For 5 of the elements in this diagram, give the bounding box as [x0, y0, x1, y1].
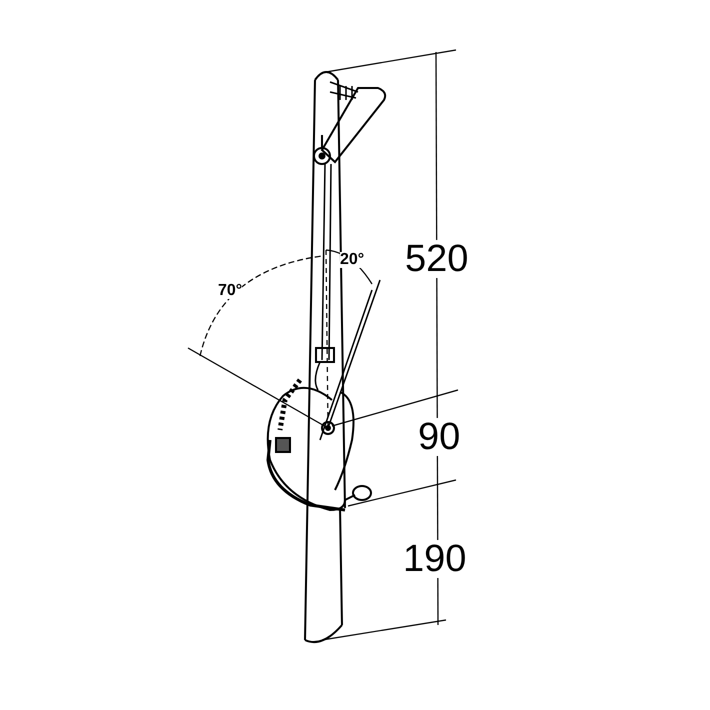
dimension-label: 190 [403, 540, 466, 578]
dimension-label: 520 [405, 240, 468, 278]
angle-label: 20° [340, 252, 364, 268]
dimension-label: 90 [418, 418, 460, 456]
angle-label: 70° [218, 283, 242, 299]
